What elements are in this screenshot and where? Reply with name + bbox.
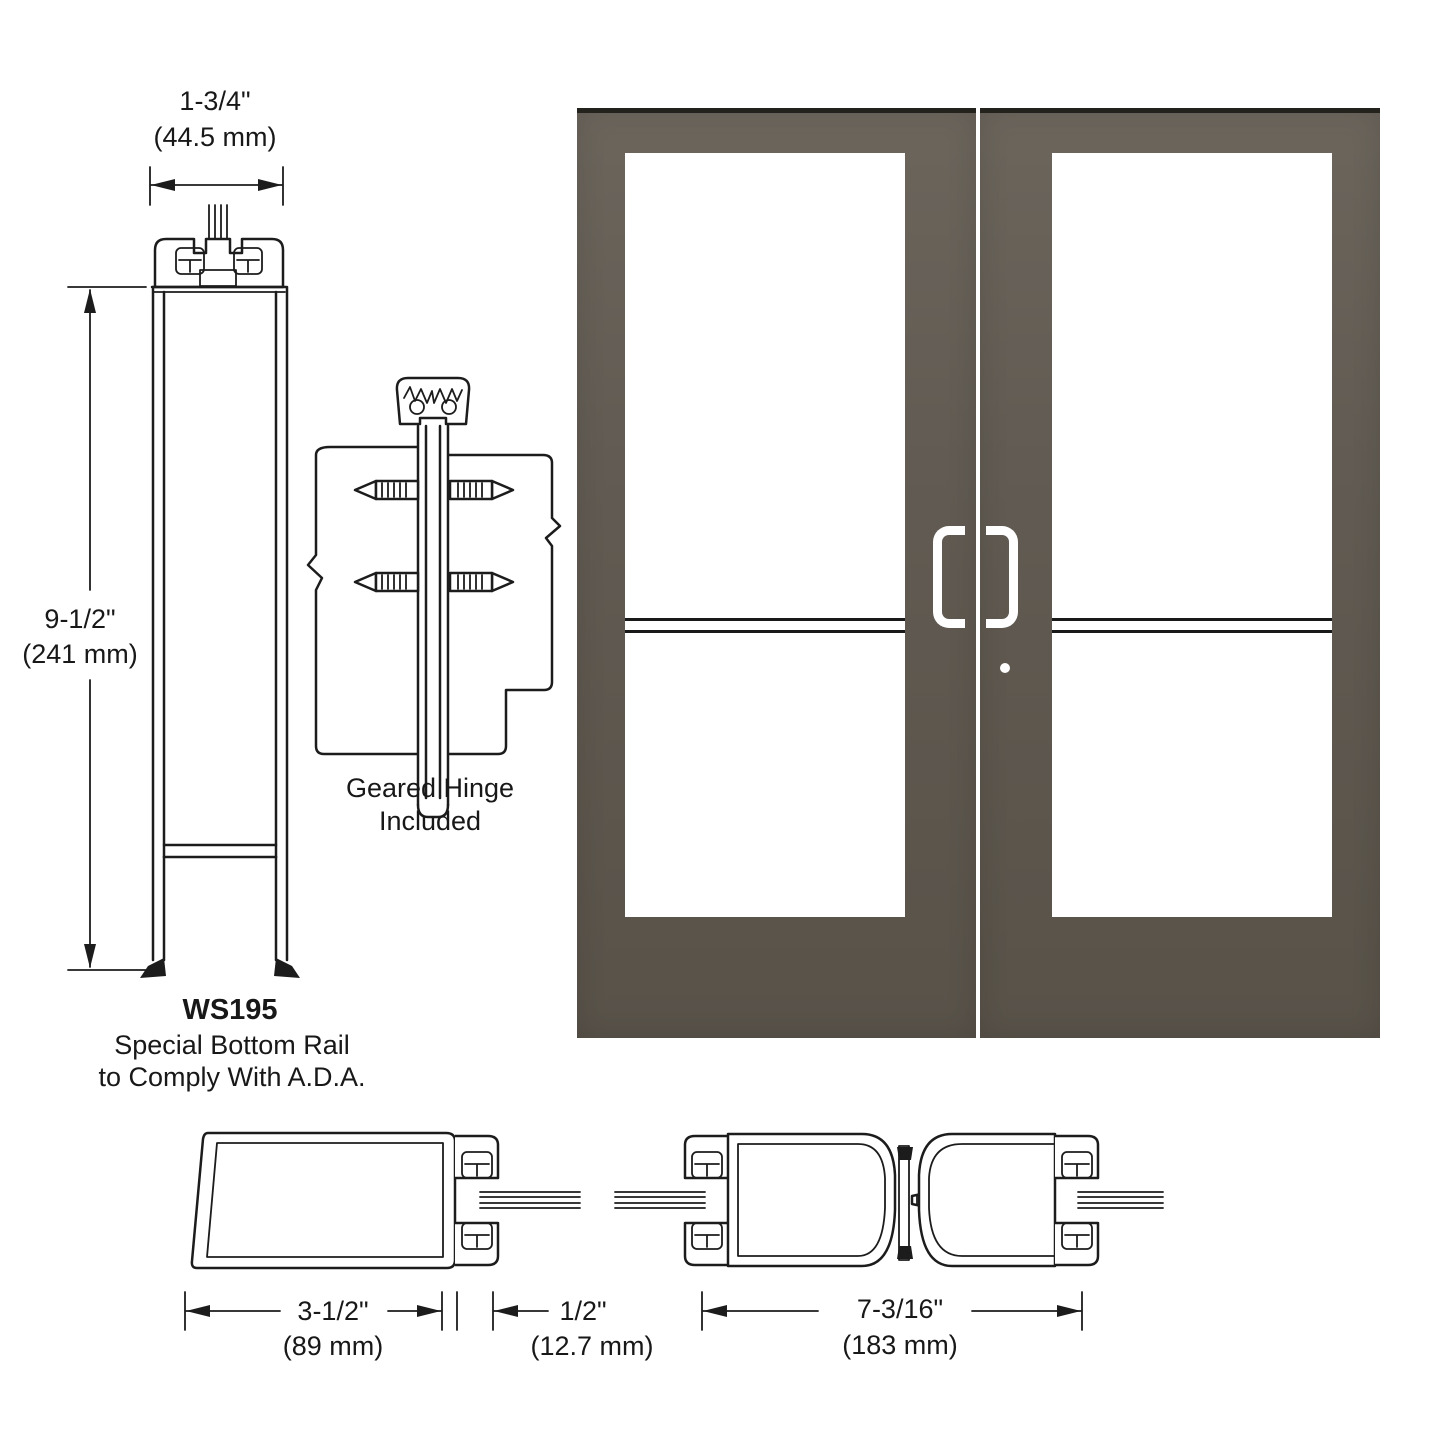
hinge-caption-line1: Geared Hinge	[345, 773, 515, 803]
geared-hinge-drawing	[306, 376, 562, 819]
rail-height-dimension-lines	[67, 286, 147, 971]
left-stile-glazing-channel	[683, 1134, 728, 1267]
mid-rail-line	[625, 618, 905, 621]
hinge-stem	[416, 424, 450, 819]
glass-inset-dimension-imperial: 1/2"	[559, 1296, 607, 1326]
glass-inset-dimension-lines	[456, 1291, 549, 1331]
double-door-elevation	[577, 108, 1380, 1038]
mid-rail-line	[1052, 630, 1332, 633]
glass-lines-right	[1077, 1191, 1164, 1209]
glass-inset-dimension-metric: (12.7 mm)	[530, 1331, 654, 1361]
bottom-rail-caption-line2: to Comply With A.D.A.	[98, 1062, 366, 1092]
stile-glazing-channel	[455, 1134, 500, 1267]
bottom-rail-caption-line1: Special Bottom Rail	[114, 1030, 350, 1060]
rail-height-dimension-metric: (241 mm)	[22, 639, 138, 669]
left-meeting-stile-inner	[737, 1143, 886, 1257]
pull-handle-left-door	[933, 526, 965, 628]
stile-width-dimension-lines	[184, 1291, 443, 1331]
rail-body	[151, 285, 289, 962]
hinge-gear-cap	[395, 376, 471, 426]
hinge-screw-top-right	[448, 479, 515, 501]
door-top-edge	[980, 108, 1380, 113]
door-leaf-left	[577, 108, 976, 1038]
rail-width-dimension-imperial: 1-3/4"	[179, 86, 251, 116]
bottom-rail-profile-drawing	[67, 166, 300, 978]
model-number-label: WS195	[182, 994, 278, 1026]
stile-section-drawing	[184, 1131, 581, 1331]
stile-body	[190, 1131, 457, 1270]
glass-lines-left	[614, 1191, 706, 1209]
cylinder-lock-dot	[1000, 663, 1010, 673]
rail-feet	[140, 855, 300, 978]
pair-width-dimension-lines	[701, 1291, 1083, 1331]
pair-width-dimension-metric: (183 mm)	[842, 1330, 958, 1360]
rail-width-dimension-lines	[149, 166, 284, 206]
hinge-screw-top-left	[353, 479, 420, 501]
hinge-left-leaf	[306, 445, 418, 756]
meeting-stiles-section-drawing	[614, 1132, 1164, 1331]
stile-width-dimension-metric: (89 mm)	[282, 1331, 384, 1361]
rail-height-dimension-imperial: 9-1/2"	[44, 604, 116, 634]
rail-width-dimension-metric: (44.5 mm)	[153, 122, 277, 152]
right-meeting-stile-inner	[928, 1143, 1056, 1257]
right-meeting-stile-body	[917, 1132, 1057, 1268]
glazing-clamp-section	[150, 237, 288, 293]
door-glass-left	[625, 153, 905, 917]
hinge-caption-line2: Included	[378, 806, 482, 836]
hinge-screw-bottom-right	[448, 571, 515, 593]
hinge-right-leaf	[448, 453, 562, 756]
hinge-screw-bottom-left	[353, 571, 420, 593]
door-glass-right	[1052, 153, 1332, 917]
pair-width-dimension-imperial: 7-3/16"	[856, 1294, 944, 1324]
stile-width-dimension-imperial: 3-1/2"	[297, 1296, 369, 1326]
mid-rail-line	[1052, 618, 1332, 621]
right-stile-glazing-channel	[1055, 1134, 1100, 1267]
mid-rail-line	[625, 630, 905, 633]
left-meeting-stile-body	[726, 1132, 897, 1268]
door-top-edge	[577, 108, 976, 113]
stile-inner-line	[206, 1142, 444, 1258]
glass-lines-horizontal	[479, 1191, 581, 1209]
door-leaf-right	[980, 108, 1380, 1038]
pull-handle-right-door	[986, 526, 1018, 628]
